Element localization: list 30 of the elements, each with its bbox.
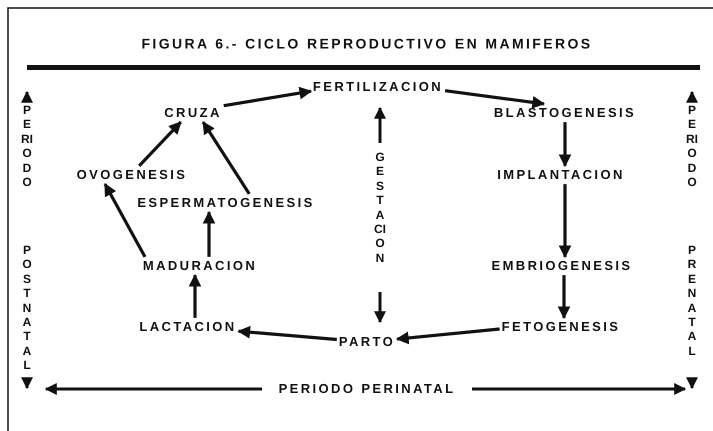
stage-label: MADURACION: [142, 258, 258, 274]
arrow: [558, 122, 572, 168]
vertical-label: PERIODO: [686, 103, 698, 190]
arrow: [104, 183, 146, 258]
arrow: [188, 274, 202, 318]
stage-label: FETOGENESIS: [502, 320, 620, 334]
arrow: [558, 184, 572, 258]
arrow: [237, 326, 337, 342]
stage-label: FERTILIZACION: [312, 80, 444, 94]
stage-label: IMPLANTACION: [497, 168, 625, 182]
arrow: [202, 210, 216, 257]
arrow: [202, 121, 251, 195]
arrow: [444, 89, 546, 109]
stage-label: PARTO: [338, 334, 396, 350]
arrow: [223, 86, 312, 108]
vertical-label: GESTACION: [374, 150, 386, 266]
arrow: [138, 121, 182, 167]
stage-label: ESPERMATOGENESIS: [137, 196, 315, 210]
stage-label: CRUZA: [164, 106, 222, 120]
stage-label: OVOGENESIS: [76, 168, 188, 182]
arrow: [396, 327, 500, 344]
vertical-label: PRENATAL: [686, 243, 698, 358]
stage-label: EMBRIOGENESIS: [492, 258, 632, 274]
vertical-label: POSTNATAL: [21, 243, 33, 373]
arrow: [558, 275, 570, 320]
diagram-title: FIGURA 6.- CICLO REPRODUCTIVO EN MAMIFEROS: [141, 36, 593, 52]
stage-label: BLASTOGENESIS: [494, 106, 636, 120]
vertical-label: PERIODO: [21, 103, 33, 190]
period-label: PERIODO PERINATAL: [278, 382, 456, 396]
stage-label: LACTACION: [139, 320, 237, 334]
